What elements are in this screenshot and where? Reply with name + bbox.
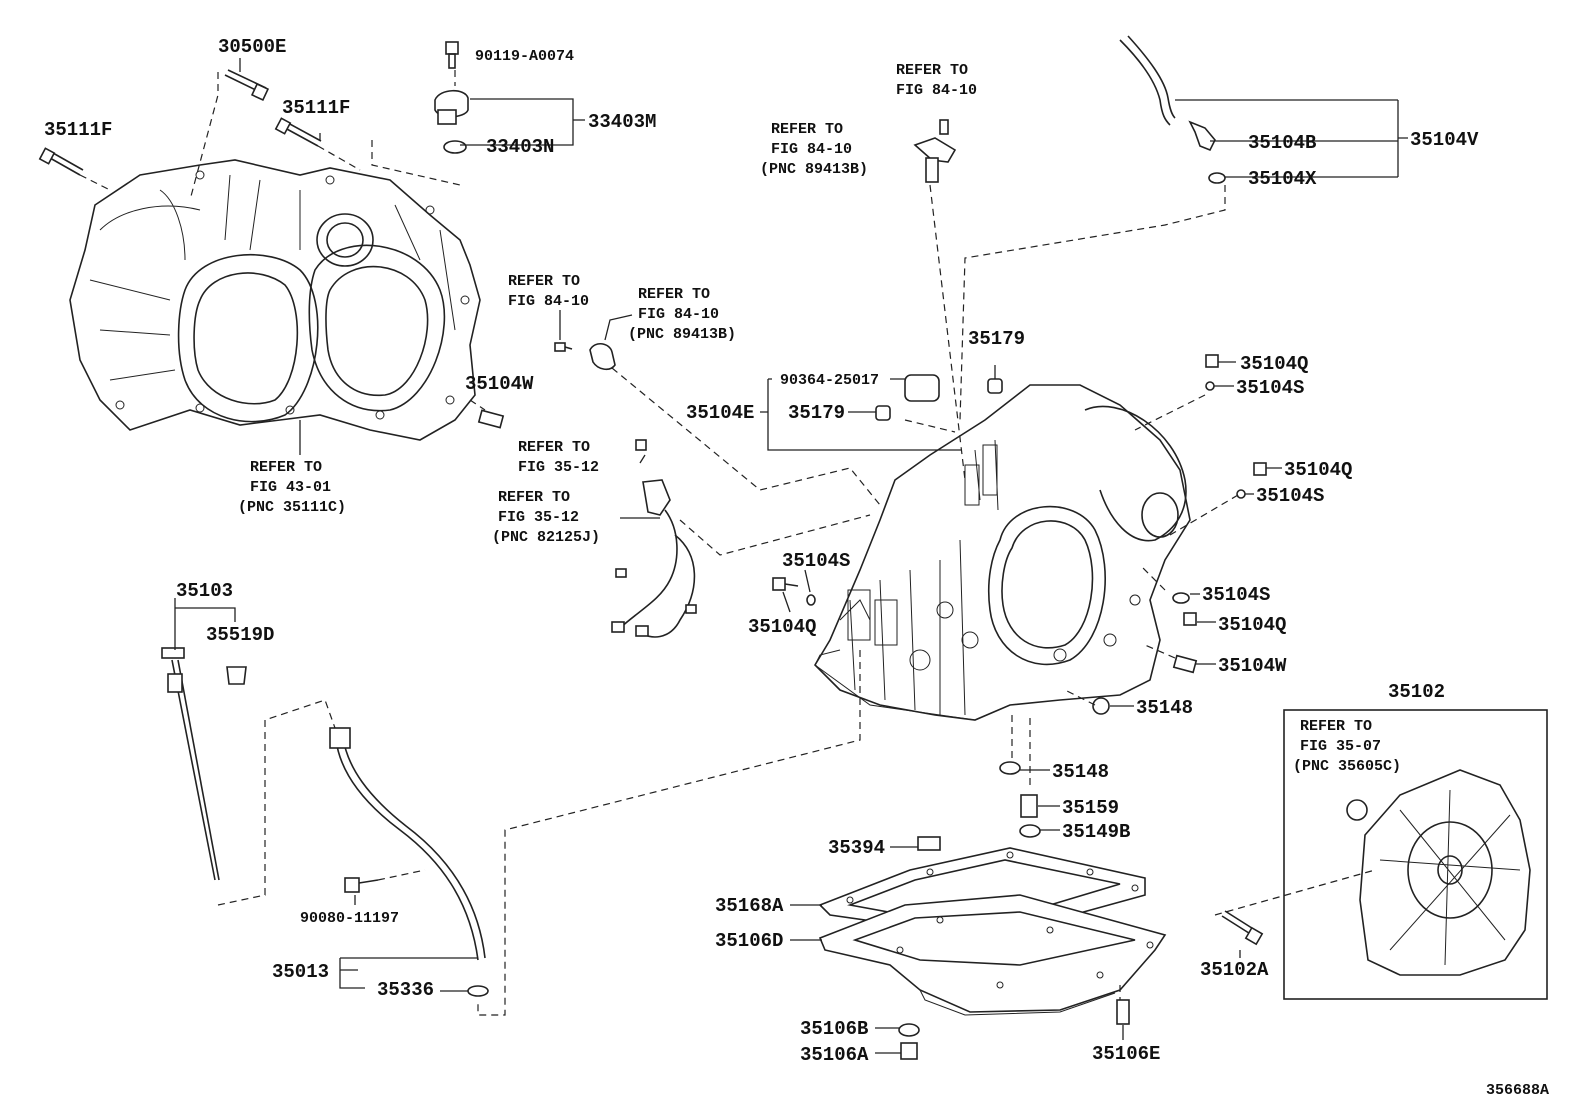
leader-lines [174, 58, 1408, 1054]
label-35104W-left: 35104W [465, 373, 534, 395]
ref-note-1-line-2: FIG 84-10 [896, 82, 977, 99]
ref-note-2-line-3: (PNC 89413B) [760, 161, 868, 178]
label-35104S-2: 35104S [1256, 485, 1324, 507]
label-33403M: 33403M [588, 111, 656, 133]
ref-note-4-line-2: FIG 84-10 [638, 306, 719, 323]
label-35104Q-3: 35104Q [748, 616, 816, 638]
label-35179-upper: 35179 [968, 328, 1025, 350]
ref-note-8-line-2: FIG 35-07 [1300, 738, 1381, 755]
transaxle-housing-drawing [69, 159, 481, 441]
label-35111F-upper: 35111F [282, 97, 350, 119]
ref-note-4-line-1: REFER TO [638, 286, 710, 303]
label-35159: 35159 [1062, 797, 1119, 819]
label-35104S-1: 35104S [1236, 377, 1304, 399]
small-parts-drawing [38, 35, 1267, 1060]
ref-note-5-line-1: REFER TO [518, 439, 590, 456]
part-number-labels: 30500E 35111F 35111F 90119-A0074 33403M … [44, 36, 1549, 1099]
ref-note-6-line-2: FIG 35-12 [498, 509, 579, 526]
ref-note-6-line-3: (PNC 82125J) [492, 529, 600, 546]
label-90364-25017: 90364-25017 [780, 372, 879, 389]
ref-note-7-line-3: (PNC 35111C) [238, 499, 346, 516]
ref-note-5-line-2: FIG 35-12 [518, 459, 599, 476]
ref-note-8-line-3: (PNC 35605C) [1293, 758, 1401, 775]
ref-note-4-line-3: (PNC 89413B) [628, 326, 736, 343]
ref-note-1-line-1: REFER TO [896, 62, 968, 79]
label-35104Q-1: 35104Q [1240, 353, 1308, 375]
label-35104S-4: 35104S [1202, 584, 1270, 606]
label-35104V: 35104V [1410, 129, 1479, 151]
ref-note-3-line-2: FIG 84-10 [508, 293, 589, 310]
ref-note-3-line-1: REFER TO [508, 273, 580, 290]
label-35103: 35103 [176, 580, 233, 602]
label-35104Q-4: 35104Q [1218, 614, 1286, 636]
diagram-code: 356688A [1486, 1082, 1549, 1099]
label-35104E: 35104E [686, 402, 754, 424]
ref-note-7-line-2: FIG 43-01 [250, 479, 331, 496]
ref-note-2-line-1: REFER TO [771, 121, 843, 138]
label-35111F-left: 35111F [44, 119, 112, 141]
label-35104W-right: 35104W [1218, 655, 1287, 677]
reference-notes: REFER TO FIG 84-10 REFER TO FIG 84-10 (P… [238, 62, 1401, 775]
label-35106B: 35106B [800, 1018, 868, 1040]
label-35148-lower: 35148 [1052, 761, 1109, 783]
transaxle-case-drawing [813, 384, 1191, 721]
ref-note-6-line-1: REFER TO [498, 489, 570, 506]
label-35106D: 35106D [715, 930, 783, 952]
ref-note-2-line-2: FIG 84-10 [771, 141, 852, 158]
label-30500E: 30500E [218, 36, 286, 58]
label-33403N: 33403N [486, 136, 554, 158]
oil-pan-drawing [818, 836, 1167, 1016]
label-35336: 35336 [377, 979, 434, 1001]
label-90080-11197: 90080-11197 [300, 910, 399, 927]
label-35104S-3: 35104S [782, 550, 850, 572]
label-35104B: 35104B [1248, 132, 1316, 154]
label-35519D: 35519D [206, 624, 274, 646]
ref-note-8-line-1: REFER TO [1300, 718, 1372, 735]
label-35394: 35394 [828, 837, 885, 859]
label-35106A: 35106A [800, 1044, 869, 1066]
label-35104Q-2: 35104Q [1284, 459, 1352, 481]
label-35104X: 35104X [1248, 168, 1317, 190]
label-35013: 35013 [272, 961, 329, 983]
extension-housing-drawing [1346, 769, 1531, 976]
part-35102-frame [1283, 709, 1548, 1000]
label-35149B: 35149B [1062, 821, 1130, 843]
label-35168A: 35168A [715, 895, 784, 917]
label-35148-upper: 35148 [1136, 697, 1193, 719]
label-35106E: 35106E [1092, 1043, 1160, 1065]
label-35102: 35102 [1388, 681, 1445, 703]
label-35102A: 35102A [1200, 959, 1269, 981]
label-90119-A0074: 90119-A0074 [475, 48, 574, 65]
label-35179-lower: 35179 [788, 402, 845, 424]
ref-note-7-line-1: REFER TO [250, 459, 322, 476]
guide-lines [79, 70, 1376, 1016]
